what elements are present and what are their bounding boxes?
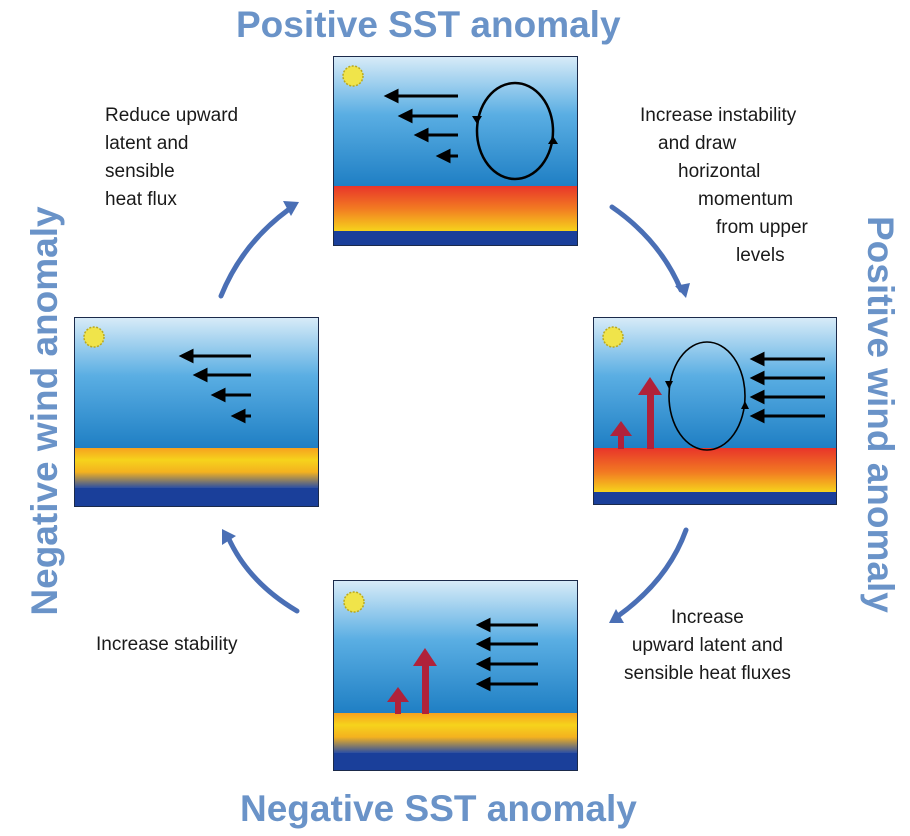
title-negative-sst: Negative SST anomaly [240, 788, 637, 829]
ocean [333, 753, 578, 771]
wind-arrows [475, 617, 538, 692]
cycle-arrow-top-to-right [609, 204, 684, 293]
warm-sea-surface [593, 448, 837, 492]
panel-negative-wind [74, 317, 319, 507]
sky [593, 317, 837, 448]
caption-increase-instability: Increase instability and draw horizontal… [640, 102, 808, 270]
arrowhead-icon [222, 529, 236, 545]
caption-line: levels [736, 245, 785, 266]
caption-line: Reduce upward [105, 105, 239, 126]
caption-increase-stability: Increase stability [96, 631, 238, 659]
caption-line: horizontal [678, 161, 761, 182]
caption-line: sensible heat fluxes [624, 663, 791, 684]
panel-positive-wind [593, 317, 837, 505]
ocean [333, 231, 578, 246]
caption-line: momentum [698, 189, 794, 210]
caption-increase-upward-flux: Increase upward latent and sensible heat… [624, 604, 791, 688]
title-positive-sst: Positive SST anomaly [236, 4, 621, 45]
wind-arrows [383, 88, 458, 164]
sun-icon [602, 326, 624, 348]
sky [74, 317, 319, 448]
wind-arrows [178, 348, 251, 424]
caption-reduce-upward-flux: Reduce upward latent and sensible heat f… [105, 102, 238, 214]
cool-sea-surface [74, 448, 319, 488]
sun-icon [343, 591, 365, 613]
cycle-arrow-right-to-bottom [615, 527, 689, 619]
sky [333, 56, 578, 186]
caption-line: Increase stability [96, 634, 238, 655]
panel-positive-sst [333, 56, 578, 246]
ocean [593, 492, 837, 505]
circulation-loop [665, 341, 749, 451]
warm-sea-surface [333, 186, 578, 231]
wind-arrows [749, 351, 825, 424]
sun-icon [342, 65, 364, 87]
caption-line: Increase [671, 607, 744, 628]
ocean [74, 488, 319, 507]
sun-icon [83, 326, 105, 348]
heat-flux-arrows [610, 377, 662, 449]
caption-line: from upper [716, 217, 808, 238]
caption-line: heat flux [105, 189, 177, 210]
circulation-loop [472, 81, 558, 181]
caption-line: and draw [658, 133, 737, 154]
caption-line: sensible [105, 161, 175, 182]
arrowhead-icon [675, 283, 690, 298]
caption-line: Increase instability [640, 105, 797, 126]
caption-line: upward latent and [631, 635, 783, 656]
cycle-arrow-bottom-to-left [225, 534, 300, 614]
panel-negative-sst [333, 580, 578, 771]
sky [333, 580, 578, 713]
cool-sea-surface [333, 713, 578, 753]
arrowhead-icon [283, 201, 299, 216]
heat-flux-arrows [387, 648, 437, 714]
arrowhead-icon [609, 609, 624, 623]
caption-line: latent and [105, 133, 189, 154]
cycle-arrow-left-to-top [218, 207, 291, 299]
